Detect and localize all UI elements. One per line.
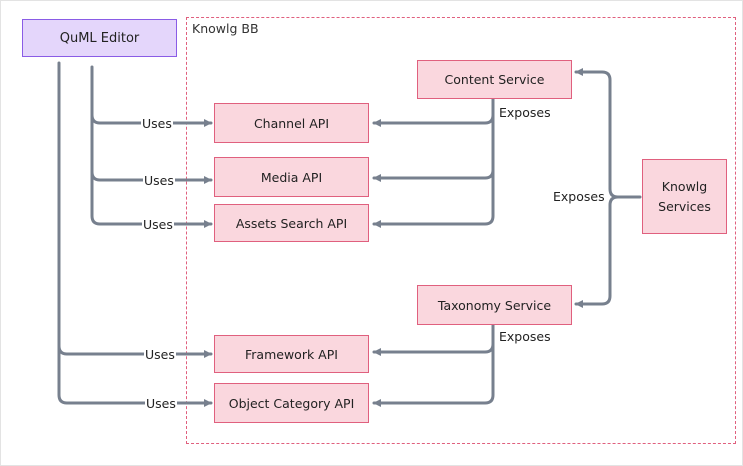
edge-content-channel <box>372 97 495 127</box>
framework-api-label: Framework API <box>245 346 338 362</box>
channel-api-box: Channel API <box>214 103 369 143</box>
edge-editor-object-category <box>57 344 213 407</box>
edge-editor-channel <box>90 65 213 127</box>
quml-editor-box: QuML Editor <box>22 19 177 57</box>
knowlg-services-line1: Knowlg <box>661 178 708 194</box>
framework-api-box: Framework API <box>214 335 369 373</box>
knowlg-bb-boundary: Knowlg BB <box>186 17 736 444</box>
exposes-label-taxonomy: Exposes <box>498 329 552 344</box>
edge-editor-framework <box>57 61 213 358</box>
content-service-box: Content Service <box>417 60 572 99</box>
uses-label-framework: Uses <box>144 347 176 362</box>
exposes-label-knowlg: Exposes <box>552 189 606 204</box>
channel-api-label: Channel API <box>253 115 330 131</box>
uses-label-channel: Uses <box>141 116 173 131</box>
edge-taxonomy-object-category <box>372 342 495 407</box>
edge-knowlg-taxonomy <box>574 195 620 308</box>
exposes-label-content: Exposes <box>498 105 552 120</box>
object-category-api-label: Object Category API <box>228 395 355 411</box>
uses-label-object-category: Uses <box>145 396 177 411</box>
quml-editor-label: QuML Editor <box>59 30 140 46</box>
knowlg-bb-label: Knowlg BB <box>192 21 259 36</box>
edge-taxonomy-framework <box>372 323 495 356</box>
object-category-api-box: Object Category API <box>214 383 369 423</box>
knowlg-services-box: Knowlg Services <box>642 159 727 234</box>
taxonomy-service-box: Taxonomy Service <box>417 285 572 325</box>
edge-knowlg-content <box>574 68 642 199</box>
uses-label-assets: Uses <box>142 217 174 232</box>
assets-search-api-box: Assets Search API <box>214 204 369 242</box>
content-service-label: Content Service <box>444 72 545 87</box>
uses-label-media: Uses <box>143 173 175 188</box>
taxonomy-service-label: Taxonomy Service <box>437 297 552 313</box>
media-api-box: Media API <box>214 157 369 197</box>
media-api-label: Media API <box>260 169 323 185</box>
edge-content-assets <box>372 168 495 228</box>
assets-search-api-label: Assets Search API <box>235 215 348 231</box>
edge-editor-assets <box>90 170 213 228</box>
knowlg-services-line2: Services <box>658 198 711 214</box>
